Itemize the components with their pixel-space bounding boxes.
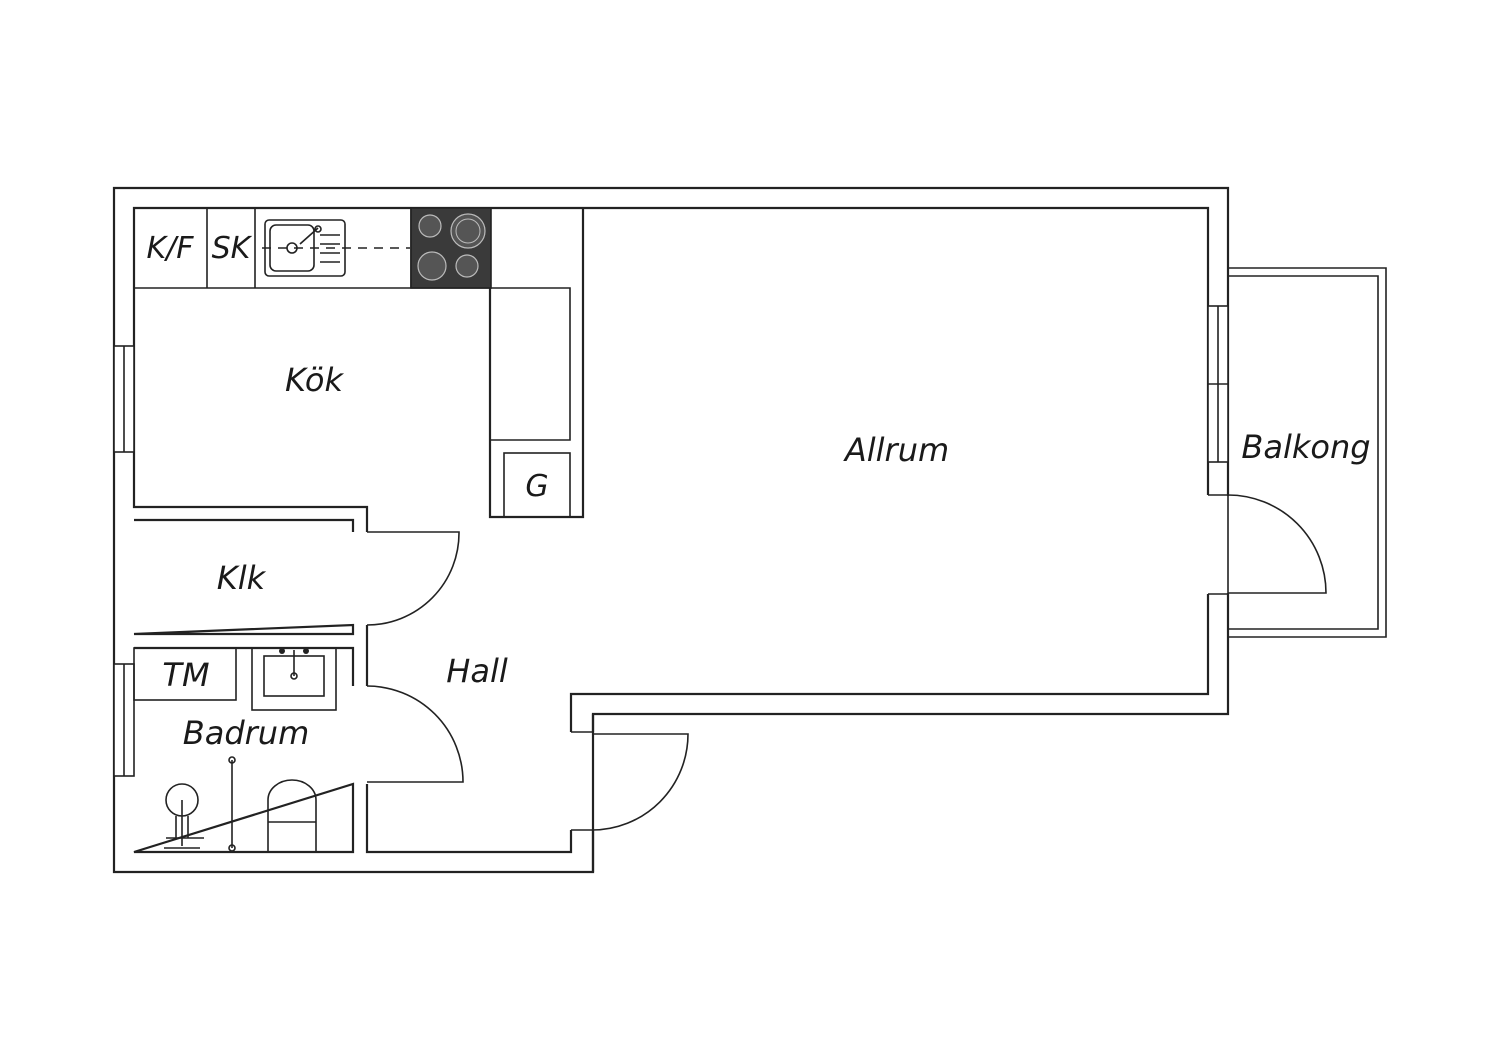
label-kf: K/F bbox=[146, 231, 194, 266]
klk-door bbox=[366, 531, 460, 626]
shower-rod-icon bbox=[228, 756, 236, 852]
label-g: G bbox=[525, 469, 548, 504]
toilet-icon bbox=[267, 779, 317, 852]
g-cabinet bbox=[503, 452, 571, 518]
room-labels: Kök Allrum Balkong Klk Hall Badrum bbox=[183, 361, 1371, 752]
entry-door bbox=[571, 731, 689, 831]
stove-icon bbox=[410, 207, 492, 289]
balcony bbox=[1228, 267, 1387, 638]
bathroom-fixtures bbox=[133, 647, 337, 852]
room-allrum: Allrum bbox=[843, 431, 949, 469]
doors bbox=[366, 494, 1327, 831]
washbasin-icon bbox=[251, 647, 337, 711]
room-hall: Hall bbox=[446, 652, 508, 690]
windows bbox=[113, 305, 1229, 777]
tm-box bbox=[133, 647, 237, 701]
label-tm: TM bbox=[162, 656, 209, 694]
room-kok: Kök bbox=[285, 361, 344, 399]
shower-head-icon bbox=[164, 783, 204, 849]
balcony-door bbox=[1206, 494, 1327, 595]
fixture-labels: K/F SK G TM bbox=[146, 231, 548, 694]
inner-walls bbox=[132, 206, 1210, 872]
room-badrum: Badrum bbox=[183, 714, 309, 752]
room-klk: Klk bbox=[217, 559, 267, 597]
badrum-door bbox=[366, 685, 464, 783]
room-balkong: Balkong bbox=[1241, 428, 1370, 466]
kitchen-counter bbox=[206, 207, 492, 289]
outer-walls bbox=[112, 186, 1230, 874]
label-sk: SK bbox=[212, 231, 253, 266]
